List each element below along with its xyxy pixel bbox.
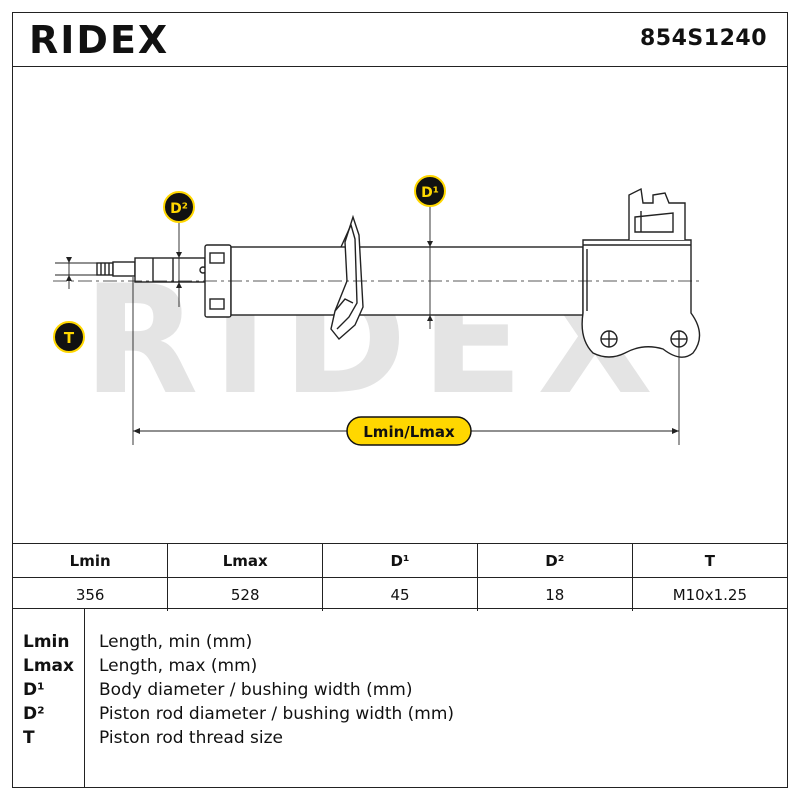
- rod-boot: [134, 257, 206, 283]
- spec-value-t: M10x1.25: [631, 577, 787, 611]
- knuckle-bracket: [581, 239, 701, 358]
- diagram-canvas: RIDEX: [53, 175, 703, 446]
- d1-label: D¹: [421, 185, 439, 201]
- t-badge: T: [53, 321, 85, 353]
- spec-header-d2: D²: [476, 544, 633, 578]
- legend-code: Lmin: [23, 632, 70, 652]
- spec-value-d2: 18: [476, 577, 633, 611]
- specs-value-row: 356 528 45 18 M10x1.25: [13, 577, 787, 611]
- t-label: T: [64, 329, 75, 347]
- spec-header-lmax: Lmax: [167, 544, 323, 578]
- spec-header-lmin: Lmin: [13, 544, 168, 578]
- legend-desc: Length, max (mm): [99, 656, 258, 676]
- spec-header-t: T: [631, 544, 787, 578]
- legend-desc: Piston rod diameter / bushing width (mm): [99, 704, 455, 724]
- length-badge: Lmin/Lmax: [346, 416, 472, 446]
- part-number: 854S1240: [640, 26, 767, 51]
- d2-label: D²: [170, 201, 188, 217]
- shock-absorber-drawing: [96, 187, 701, 358]
- legend-desc: Length, min (mm): [99, 632, 253, 652]
- shock-absorber-diagram: RIDEX: [13, 67, 787, 543]
- legend-desc: Body diameter / bushing width (mm): [99, 680, 413, 700]
- legend-code: Lmax: [23, 656, 74, 676]
- ridex-logo: RIDEX: [29, 19, 169, 59]
- d1-badge: D¹: [414, 175, 446, 207]
- specs-table: Lmin Lmax D¹ D² T 356 528 45 18 M10x1.25: [13, 543, 787, 611]
- legend-code: D²: [23, 704, 45, 724]
- legend-desc: Piston rod thread size: [99, 728, 284, 748]
- legend: Lmin Length, min (mm) Lmax Length, max (…: [13, 608, 787, 788]
- product-sheet: RIDEX 854S1240 RIDEX: [12, 12, 788, 788]
- header: RIDEX 854S1240: [13, 13, 787, 67]
- spec-header-d1: D¹: [322, 544, 478, 578]
- legend-code: T: [23, 728, 35, 748]
- dimension-arrows: [66, 241, 679, 434]
- specs-header-row: Lmin Lmax D¹ D² T: [13, 544, 787, 578]
- length-label: Lmin/Lmax: [363, 423, 455, 441]
- ridex-logo-text: RIDEX: [29, 19, 169, 59]
- legend-code: D¹: [23, 680, 45, 700]
- piston-rod: [112, 261, 136, 277]
- spec-value-lmax: 528: [167, 577, 323, 611]
- spec-value-d1: 45: [322, 577, 478, 611]
- spec-value-lmin: 356: [75, 585, 105, 604]
- legend-divider: [84, 608, 85, 788]
- d2-badge: D²: [163, 191, 195, 223]
